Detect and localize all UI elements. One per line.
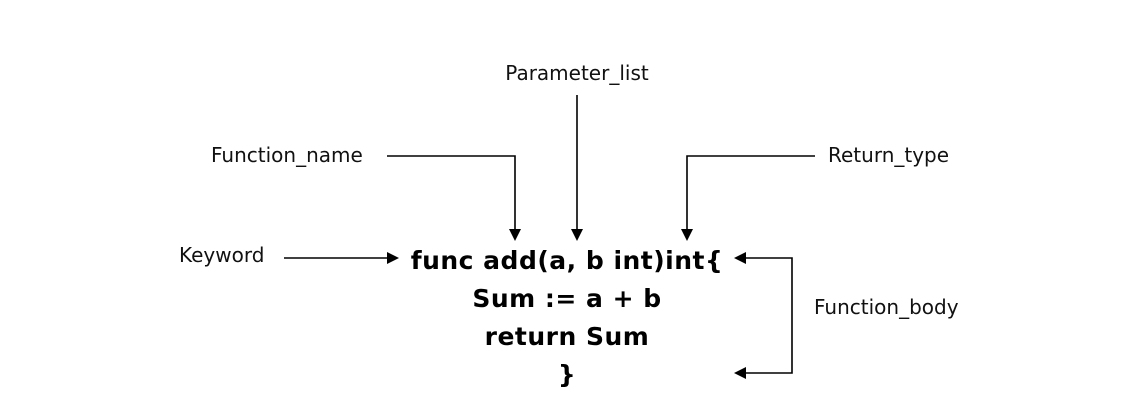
label-function-body: Function_body (814, 295, 959, 319)
arrow-return-type (681, 155, 815, 241)
code-line-return: return Sum (485, 322, 650, 351)
arrow-function-name (387, 155, 521, 241)
code-line-signature: func add(a, b int)int{ (411, 246, 724, 275)
label-return-type: Return_type (828, 143, 949, 167)
code-line-closing-brace: } (558, 360, 576, 389)
label-keyword: Keyword (179, 243, 264, 267)
bracket-function-body (734, 252, 793, 379)
label-function-name: Function_name (211, 143, 363, 167)
code-line-assignment: Sum := a + b (472, 284, 661, 313)
arrow-keyword (284, 252, 399, 264)
arrow-parameter-list (571, 95, 583, 241)
label-parameter-list: Parameter_list (505, 61, 649, 85)
